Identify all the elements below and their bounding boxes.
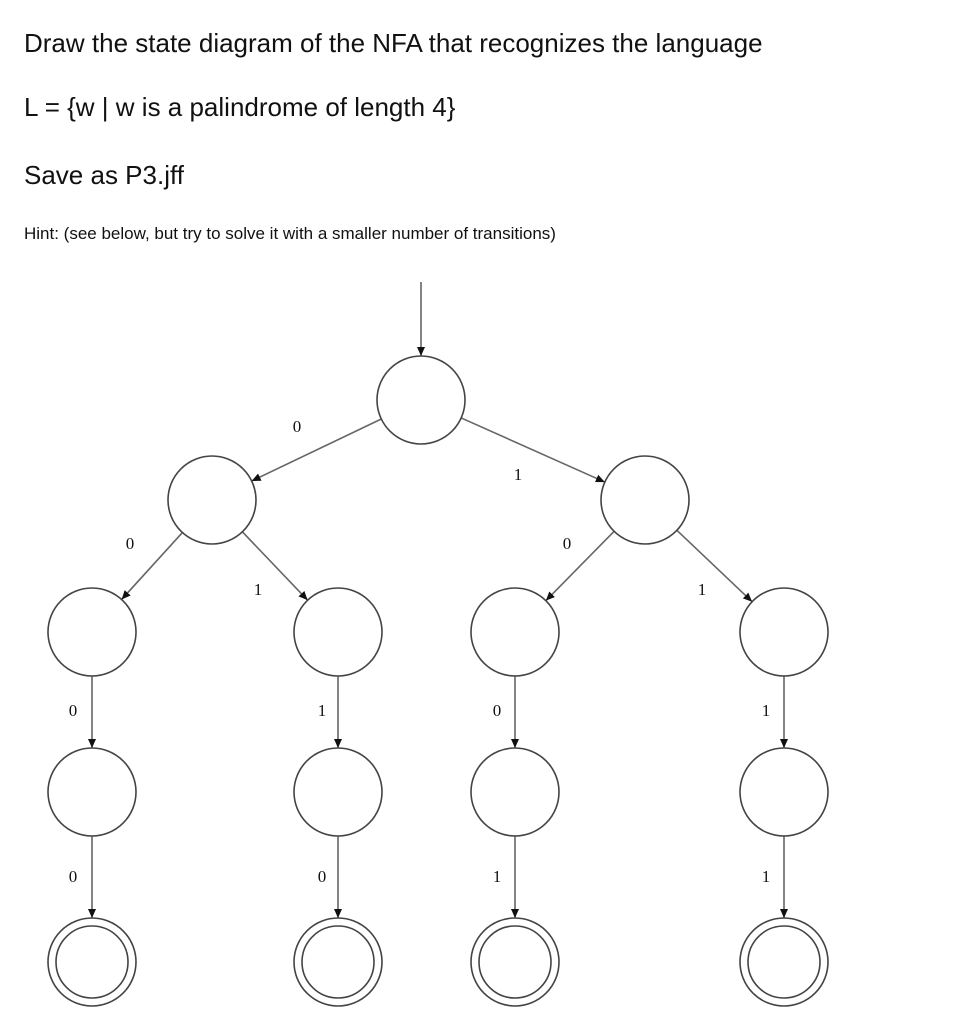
accept-inner-circle bbox=[747, 925, 821, 999]
state-circle bbox=[739, 747, 829, 837]
transition-label: 1 bbox=[762, 867, 771, 886]
transition-q0-q2 bbox=[460, 417, 606, 483]
state bbox=[293, 747, 383, 837]
transition-label: 1 bbox=[254, 580, 263, 599]
transition-label: 0 bbox=[69, 701, 78, 720]
state-circle bbox=[47, 587, 137, 677]
state bbox=[376, 355, 466, 445]
transition-q2-q5 bbox=[545, 530, 615, 602]
save-instruction: Save as P3.jff bbox=[24, 160, 184, 190]
state-circle bbox=[167, 455, 257, 545]
accept-state bbox=[293, 917, 383, 1007]
state bbox=[470, 747, 560, 837]
state bbox=[293, 587, 383, 677]
accept-state bbox=[47, 917, 137, 1007]
state bbox=[47, 747, 137, 837]
transition-q1-q4 bbox=[241, 531, 309, 601]
state-circle bbox=[470, 587, 560, 677]
state-circle bbox=[470, 747, 560, 837]
transition-q0-q1 bbox=[251, 418, 382, 482]
state-circle bbox=[376, 355, 466, 445]
state bbox=[47, 587, 137, 677]
transition-label: 0 bbox=[293, 417, 302, 436]
transition-label: 1 bbox=[318, 701, 327, 720]
transition-q1-q3 bbox=[121, 532, 183, 600]
state-circle bbox=[293, 587, 383, 677]
transition-label: 0 bbox=[69, 867, 78, 886]
transition-label: 1 bbox=[514, 465, 523, 484]
transition-label: 1 bbox=[493, 867, 502, 886]
accept-state bbox=[470, 917, 560, 1007]
transition-label: 0 bbox=[126, 534, 135, 553]
transition-label: 0 bbox=[563, 534, 572, 553]
problem-statement: Draw the state diagram of the NFA that r… bbox=[24, 28, 763, 58]
transition-label: 1 bbox=[762, 701, 771, 720]
transition-label: 0 bbox=[493, 701, 502, 720]
language-definition: L = {w | w is a palindrome of length 4} bbox=[24, 92, 456, 122]
state-circle bbox=[600, 455, 690, 545]
state bbox=[739, 747, 829, 837]
transition-label: 0 bbox=[318, 867, 327, 886]
transition-label: 1 bbox=[698, 580, 707, 599]
accept-inner-circle bbox=[55, 925, 129, 999]
state bbox=[470, 587, 560, 677]
state bbox=[167, 455, 257, 545]
transition-q2-q6 bbox=[676, 529, 753, 603]
state-circle bbox=[47, 747, 137, 837]
accept-state bbox=[739, 917, 829, 1007]
accept-inner-circle bbox=[478, 925, 552, 999]
state bbox=[739, 587, 829, 677]
state-circle bbox=[739, 587, 829, 677]
state bbox=[600, 455, 690, 545]
accept-inner-circle bbox=[301, 925, 375, 999]
hint-text: Hint: (see below, but try to solve it wi… bbox=[24, 224, 556, 243]
state-circle bbox=[293, 747, 383, 837]
